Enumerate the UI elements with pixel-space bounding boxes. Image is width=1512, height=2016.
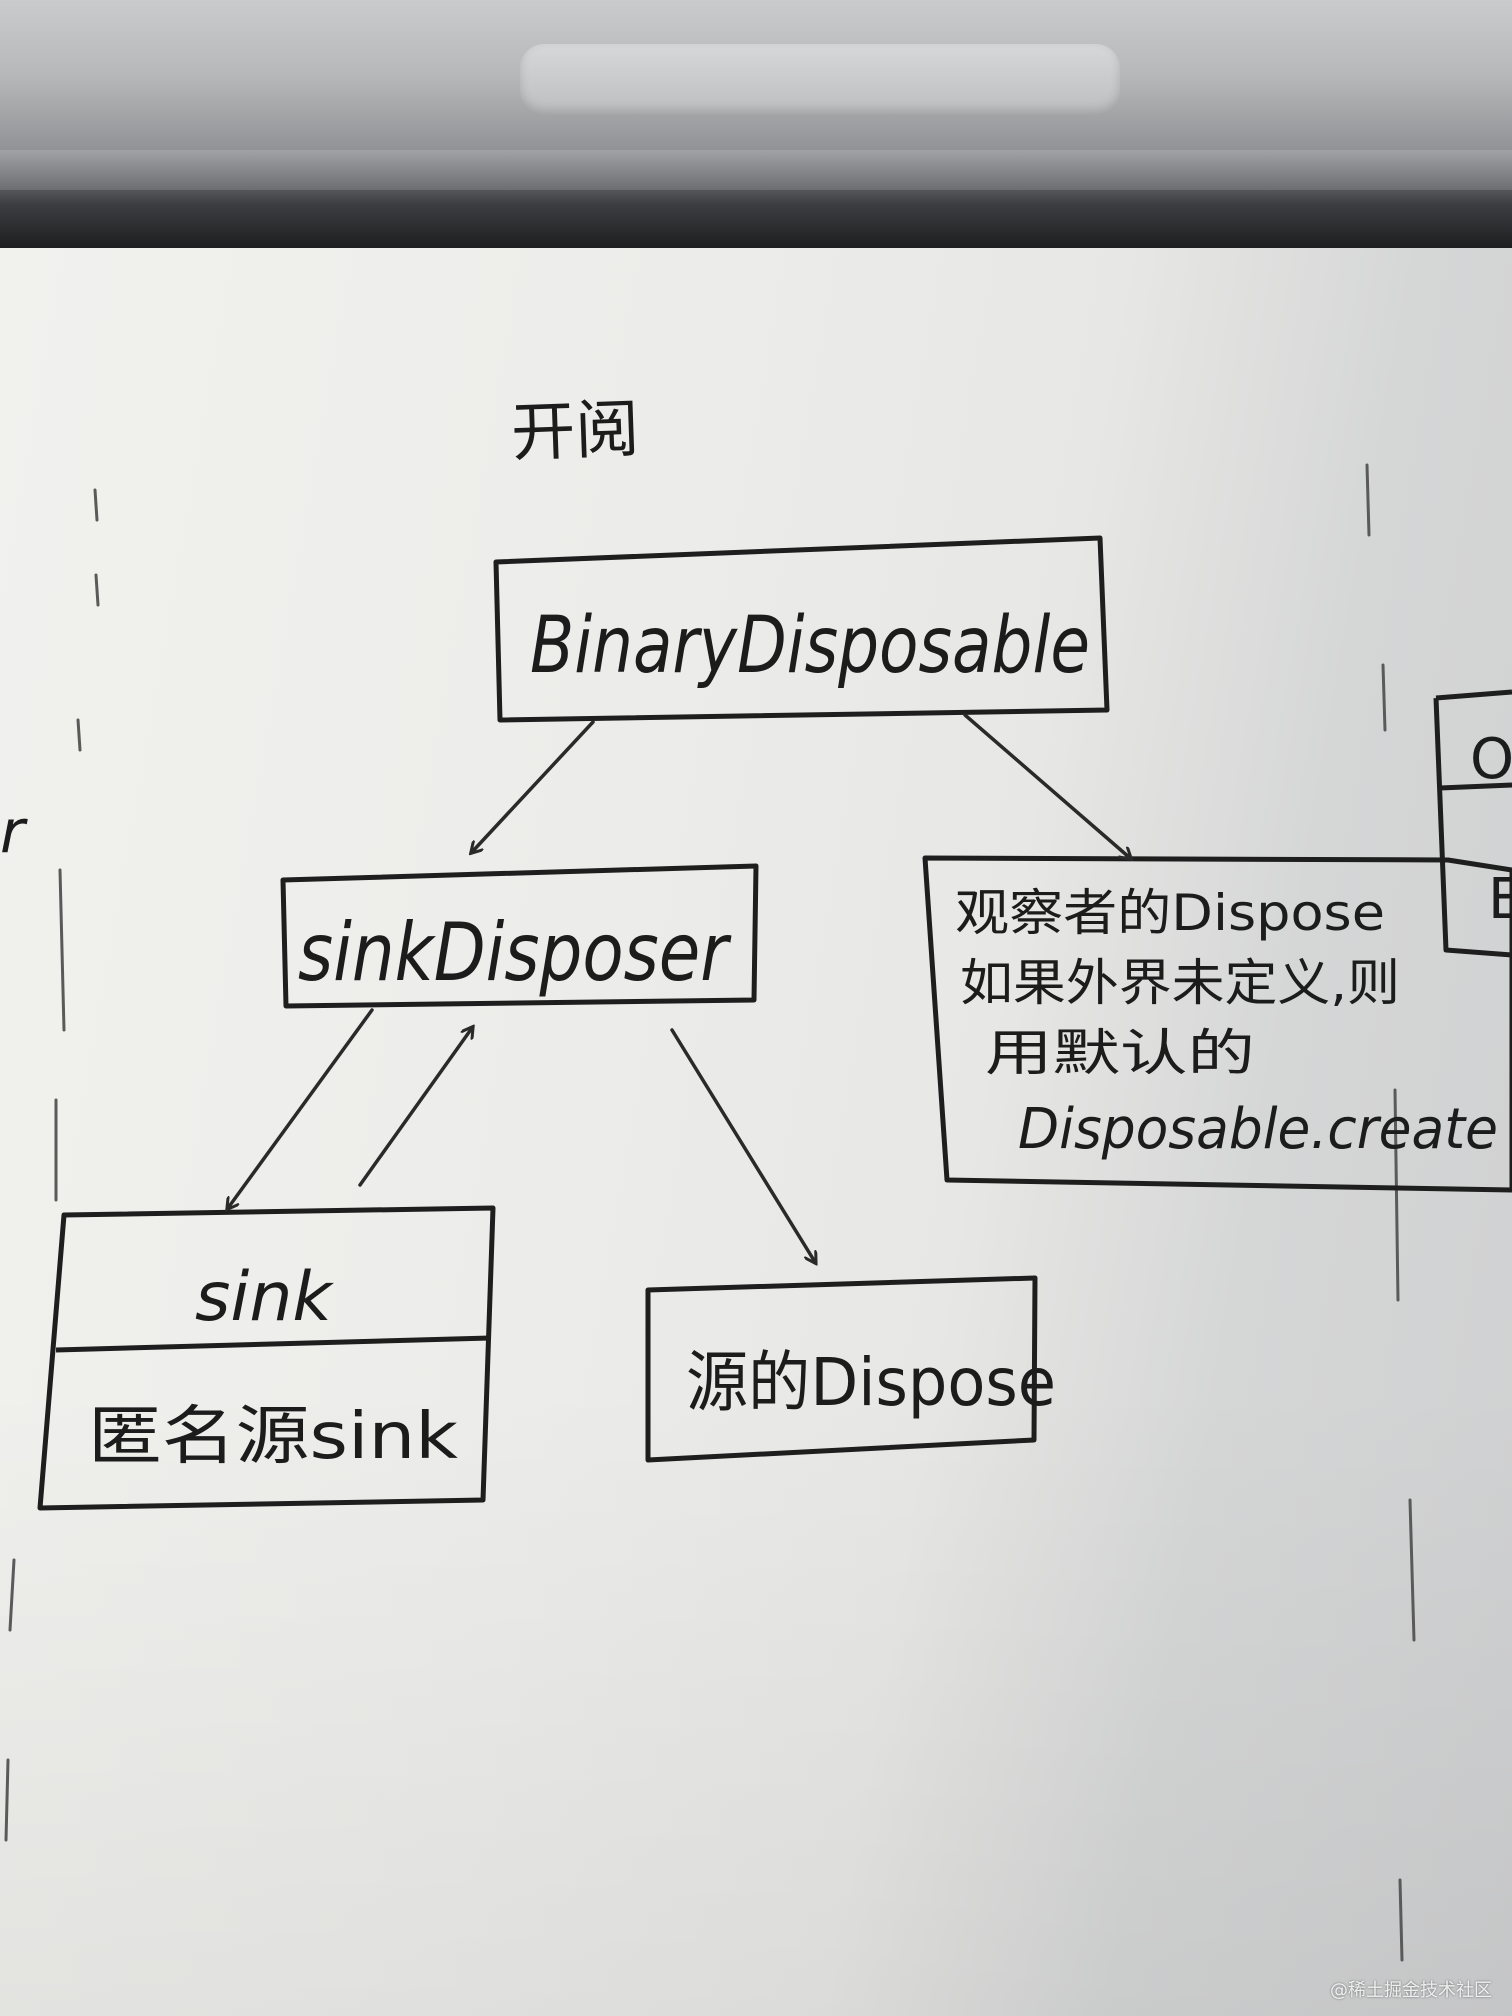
arrow-sinkdisposer-to-source [670,1028,815,1262]
source-dispose-label: 源的Dispose [686,1344,1056,1421]
sink-disposer-node: sinkDisposer [280,863,759,1009]
paper-shadow [0,1380,1512,2016]
laptop-lid [0,0,1512,250]
binary-disposable-node: BinaryDisposable [493,535,1110,723]
arrow-binary-to-observer [963,713,1130,858]
left-margin-marks [4,488,100,1842]
arrow-sinkdisposer-to-sink [228,1008,374,1208]
arrow-sink-to-sinkdisposer [358,1028,472,1187]
sink-body-label: 匿名源sink [88,1400,458,1474]
right-margin-marks [1365,463,1416,1962]
left-edge-fragment: r [0,797,28,867]
source-dispose-node: 源的Dispose [645,1275,1056,1463]
heading-text: 开阅 [510,393,641,471]
laptop-hinge [0,150,1512,190]
observer-line-4: Disposable.create [1018,1097,1498,1162]
watermark: @稀土掘金技术社区 [1330,1980,1492,2001]
offscreen-node: Ob E [1433,689,1512,958]
arrows [228,713,1130,1262]
binary-disposable-label: BinaryDisposable [530,601,1090,691]
offscreen-node-bottom-label: E [1488,867,1512,932]
offscreen-node-top-label: Ob [1470,727,1512,792]
arrow-binary-to-sinkdisposer [472,720,595,852]
sink-node: sink 匿名源sink [37,1205,496,1511]
observer-line-1: 观察者的Dispose [955,884,1385,942]
sink-disposer-label: sinkDisposer [298,906,732,999]
observer-line-2: 如果外界未定义,则 [960,954,1400,1012]
paper-sheet [0,248,1512,2016]
observer-line-3: 用默认的 [985,1024,1255,1082]
sink-title-label: sink [195,1258,334,1337]
observer-dispose-node: 观察者的Dispose 如果外界未定义,则 用默认的 Disposable.cr… [922,855,1512,1193]
laptop-notch [520,44,1120,114]
